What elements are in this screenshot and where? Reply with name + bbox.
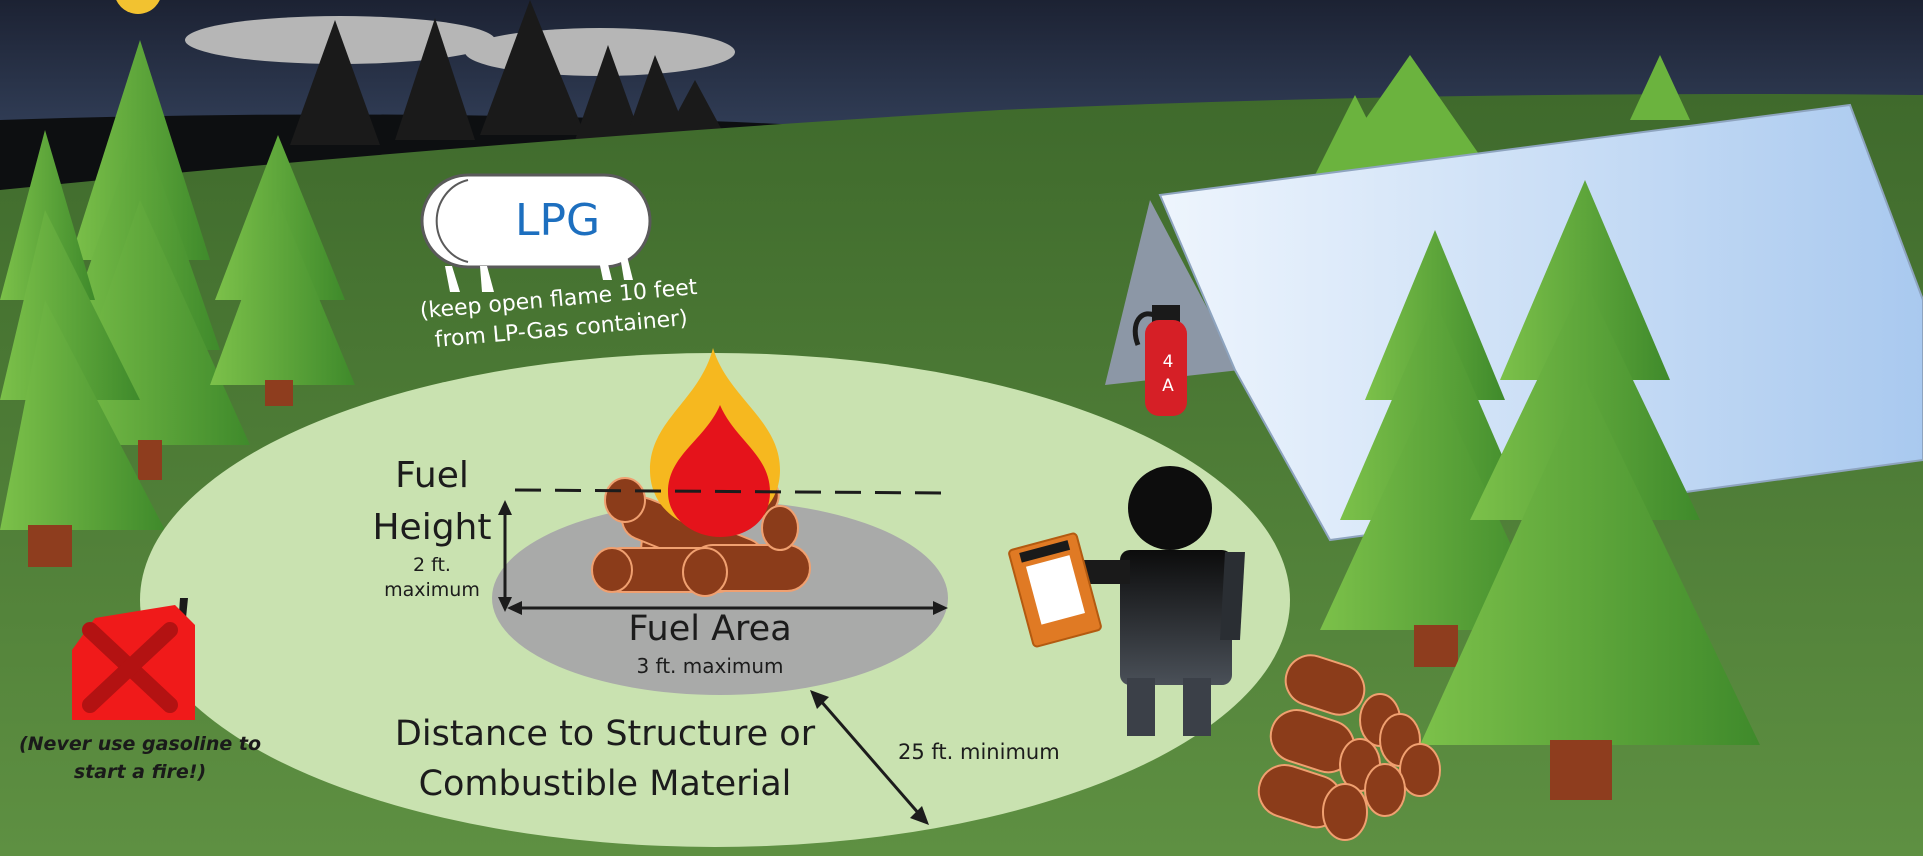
gasoline-warning-line-1: (Never use gasoline to [18, 733, 262, 755]
fuel-height-title-line-1: Fuel [395, 455, 469, 496]
fuel-height-title: Fuel Height [362, 450, 502, 554]
distance-arrow [810, 690, 929, 825]
distance-title-line-1: Distance to Structure or [394, 714, 816, 754]
fuel-area-arrow [507, 601, 948, 615]
distance-title-line-2: Combustible Material [418, 764, 792, 804]
distance-limit: 25 ft. minimum [898, 740, 1060, 764]
tree-background [1315, 55, 1690, 175]
campfire-flames [650, 348, 780, 537]
lpg-tank-label: LPG [515, 195, 601, 246]
tree-left-mid [210, 135, 355, 406]
extinguisher-rating: 4 A [1153, 350, 1183, 398]
lpg-tank [420, 173, 652, 292]
gasoline-can-icon [72, 598, 195, 720]
distance-title: Distance to Structure or Combustible Mat… [365, 709, 845, 809]
extinguisher-rating-line-2: A [1162, 376, 1174, 396]
fuel-area-limit: 3 ft. maximum [636, 654, 784, 678]
fuel-height-limit-line-2: maximum [384, 579, 480, 601]
woodpile-icon [1257, 654, 1441, 841]
tree-right-front [1420, 180, 1760, 800]
moon [116, 0, 160, 14]
fuel-height-arrow [498, 500, 512, 612]
fire-extinguisher-icon [1132, 305, 1187, 416]
fuel-height-dashed-line [514, 488, 946, 495]
extinguisher-rating-line-1: 4 [1162, 352, 1174, 372]
fuel-height-limit: 2 ft. maximum [362, 553, 502, 603]
fuel-area-title: Fuel Area [628, 609, 792, 649]
silhouette-trees [290, 0, 730, 145]
fuel-height-title-line-2: Height [372, 507, 492, 548]
gasoline-warning-line-2: start a fire!) [73, 761, 207, 783]
person-with-clipboard-icon [1008, 466, 1245, 736]
fuel-height-limit-line-1: 2 ft. [413, 554, 451, 576]
gasoline-warning: (Never use gasoline to start a fire!) [5, 730, 275, 786]
tree-left-front [0, 130, 165, 567]
tree-right-mid [1320, 230, 1550, 667]
prohibited-x-icon [82, 622, 178, 713]
